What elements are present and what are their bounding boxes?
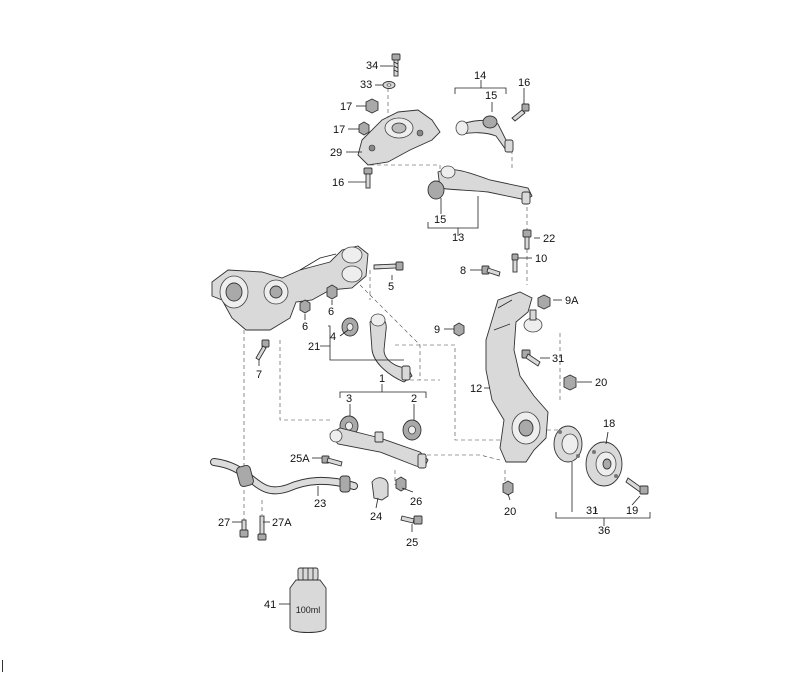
label-15-upper: 15 bbox=[485, 90, 497, 102]
nut-17-lower bbox=[358, 121, 370, 136]
label-3: 3 bbox=[346, 393, 352, 405]
nut-17-upper bbox=[365, 98, 379, 114]
label-9: 9 bbox=[434, 324, 440, 336]
label-7: 7 bbox=[256, 369, 262, 381]
label-1: 1 bbox=[379, 373, 385, 385]
label-29: 29 bbox=[330, 147, 342, 159]
label-14: 14 bbox=[474, 70, 486, 82]
washer-33 bbox=[382, 81, 396, 89]
label-15-lower: 15 bbox=[434, 214, 446, 226]
bolt-31 bbox=[521, 349, 541, 367]
label-6-a: 6 bbox=[328, 306, 334, 318]
nut-20-lower bbox=[502, 480, 514, 496]
nut-20-upper bbox=[563, 374, 577, 391]
grease-bottle-41: 100ml bbox=[289, 567, 327, 633]
label-25a: 25A bbox=[290, 453, 310, 465]
label-19: 19 bbox=[626, 505, 638, 517]
label-4: 4 bbox=[330, 331, 336, 343]
bolt-25 bbox=[400, 515, 423, 525]
bolt-7 bbox=[255, 339, 270, 361]
bolt-8 bbox=[481, 265, 501, 277]
nut-26 bbox=[395, 476, 407, 492]
bolt-27 bbox=[239, 519, 249, 538]
label-5: 5 bbox=[388, 281, 394, 293]
label-17-upper: 17 bbox=[340, 101, 352, 113]
nut-9 bbox=[453, 322, 465, 337]
label-22: 22 bbox=[543, 233, 555, 245]
bolt-16-right bbox=[511, 103, 530, 122]
bottle-label: 100ml bbox=[296, 605, 321, 615]
bolt-25a bbox=[321, 455, 343, 467]
label-41: 41 bbox=[264, 599, 276, 611]
bolt-5 bbox=[373, 261, 404, 271]
label-25: 25 bbox=[406, 537, 418, 549]
wheel-hub-18 bbox=[585, 441, 623, 487]
label-13: 13 bbox=[452, 232, 464, 244]
nut-6-b bbox=[299, 299, 311, 314]
bolt-27a bbox=[257, 515, 267, 541]
stabilizer-bar-23 bbox=[210, 458, 358, 495]
ball-joint bbox=[523, 309, 543, 333]
bolt-22 bbox=[522, 229, 532, 250]
upper-link-14 bbox=[455, 115, 514, 153]
label-23: 23 bbox=[314, 498, 326, 510]
leader-lines bbox=[232, 65, 651, 605]
label-10: 10 bbox=[535, 253, 547, 265]
wheel-bearing-housing-12 bbox=[485, 291, 549, 463]
label-31-bearing: 31 bbox=[586, 505, 598, 517]
label-31-knuckle: 31 bbox=[552, 353, 564, 365]
label-34: 34 bbox=[366, 60, 378, 72]
bolt-10 bbox=[511, 253, 519, 273]
label-27: 27 bbox=[218, 517, 230, 529]
wheel-bearing-31 bbox=[553, 425, 583, 463]
bushing-4 bbox=[341, 317, 359, 337]
bushing-2 bbox=[402, 419, 422, 441]
label-12: 12 bbox=[470, 383, 482, 395]
label-36: 36 bbox=[598, 525, 610, 537]
bolt-34 bbox=[391, 53, 401, 77]
label-27a: 27A bbox=[272, 517, 292, 529]
label-2: 2 bbox=[411, 393, 417, 405]
label-20-lower: 20 bbox=[504, 506, 516, 518]
label-16-left: 16 bbox=[332, 177, 344, 189]
callout-labels: 34 33 17 17 29 16 14 15 16 15 13 22 10 8… bbox=[218, 60, 638, 611]
label-17-lower: 17 bbox=[333, 124, 345, 136]
label-21: 21 bbox=[308, 341, 320, 353]
edge-mark bbox=[2, 660, 3, 672]
clamp-24 bbox=[371, 477, 389, 501]
label-18: 18 bbox=[603, 418, 615, 430]
nut-6-a bbox=[326, 284, 338, 300]
bolt-16-left bbox=[363, 167, 373, 189]
upper-bracket-29 bbox=[357, 109, 441, 166]
bolt-19 bbox=[625, 477, 649, 495]
label-26: 26 bbox=[410, 496, 422, 508]
label-33: 33 bbox=[360, 79, 372, 91]
label-24: 24 bbox=[370, 511, 382, 523]
alignment-lines bbox=[243, 86, 561, 520]
nut-9a bbox=[537, 294, 551, 310]
upper-link-13 bbox=[427, 165, 533, 205]
label-6-b: 6 bbox=[302, 321, 308, 333]
label-8: 8 bbox=[460, 265, 466, 277]
lower-link-21 bbox=[369, 313, 413, 383]
subframe bbox=[211, 245, 369, 331]
label-20-upper: 20 bbox=[595, 377, 607, 389]
label-9a: 9A bbox=[565, 295, 579, 307]
lower-arm-1 bbox=[329, 427, 429, 469]
label-16-right: 16 bbox=[518, 77, 530, 89]
